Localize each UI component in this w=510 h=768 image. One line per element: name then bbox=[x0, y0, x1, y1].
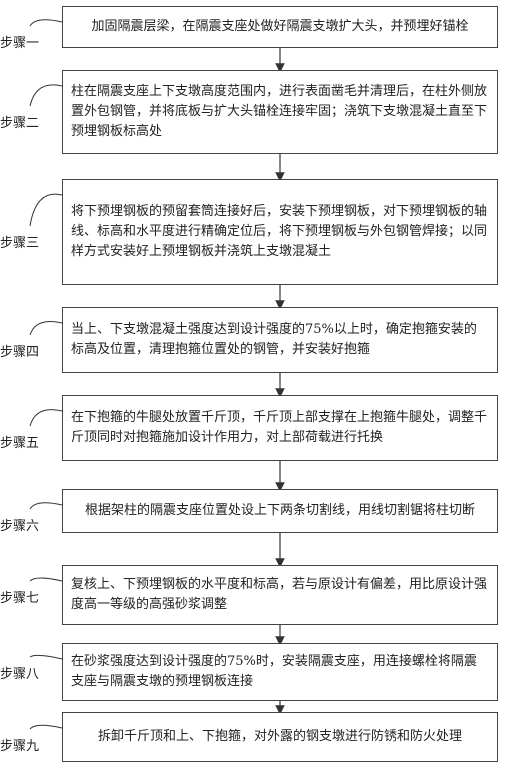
leader-line-7 bbox=[29, 577, 63, 582]
step-box-4: 当上、下支墩混凝土强度达到设计强度的75%以上时，确定抱箍安装的标高及位置，清理… bbox=[62, 307, 498, 373]
step-text-2: 柱在隔震支座上下支墩高度范围内，进行表面凿毛并清理后，在柱外侧放置外包钢管，并将… bbox=[71, 84, 488, 139]
step-label-4: 步骤四 bbox=[0, 345, 40, 360]
step-text-7: 复核上、下预埋钢板的水平度和标高，若与原设计有偏差，用比原设计强度高一等级的高强… bbox=[71, 577, 488, 612]
leader-line-3 bbox=[29, 193, 63, 227]
step-text-6: 根据架柱的隔震支座位置处设上下两条切割线，用线切割锯将柱切断 bbox=[84, 503, 475, 518]
leader-line-6 bbox=[29, 502, 63, 510]
step-text-5: 在下抱箍的牛腿处放置千斤顶，千斤顶上部支撑在上抱箍牛腿处，调整千斤顶同时对抱箍施… bbox=[71, 410, 488, 445]
step-box-5: 在下抱箍的牛腿处放置千斤顶，千斤顶上部支撑在上抱箍牛腿处，调整千斤顶同时对抱箍施… bbox=[62, 395, 498, 461]
step-box-7: 复核上、下预埋钢板的水平度和标高，若与原设计有偏差，用比原设计强度高一等级的高强… bbox=[62, 565, 498, 625]
leader-line-5 bbox=[29, 409, 63, 427]
leader-line-4 bbox=[29, 321, 63, 336]
step-text-3: 将下预埋钢板的预留套筒连接好后，安装下预埋钢板，对下预埋钢板的轴线、标高和水平度… bbox=[71, 204, 488, 259]
step-box-1: 加固隔震层梁，在隔震支座处做好隔震支墩扩大头，并预埋好锚栓 bbox=[62, 6, 498, 48]
step-text-1: 加固隔震层梁，在隔震支座处做好隔震支墩扩大头，并预埋好锚栓 bbox=[91, 19, 469, 34]
step-label-2: 步骤二 bbox=[0, 116, 40, 131]
step-label-6: 步骤六 bbox=[0, 519, 40, 534]
leader-line-2 bbox=[29, 84, 63, 107]
leader-line-8 bbox=[29, 654, 63, 660]
step-label-8: 步骤八 bbox=[0, 667, 40, 682]
step-box-3: 将下预埋钢板的预留套筒连接好后，安装下预埋钢板，对下预埋钢板的轴线、标高和水平度… bbox=[62, 179, 498, 285]
step-label-3: 步骤三 bbox=[0, 236, 40, 251]
step-label-1: 步骤一 bbox=[0, 36, 40, 51]
leader-line-9 bbox=[29, 724, 63, 730]
leader-line-1 bbox=[29, 19, 63, 27]
step-box-8: 在砂浆强度达到设计强度的75%时，安装隔震支座，用连接螺栓将隔震支座与隔震支墩的… bbox=[62, 643, 498, 701]
step-box-6: 根据架柱的隔震支座位置处设上下两条切割线，用线切割锯将柱切断 bbox=[62, 489, 498, 533]
step-box-2: 柱在隔震支座上下支墩高度范围内，进行表面凿毛并清理后，在柱外侧放置外包钢管，并将… bbox=[62, 70, 498, 154]
step-text-4: 当上、下支墩混凝土强度达到设计强度的75%以上时，确定抱箍安装的标高及位置，清理… bbox=[71, 322, 477, 357]
step-box-9: 拆卸千斤顶和上、下抱箍，对外露的钢支墩进行防锈和防火处理 bbox=[62, 712, 498, 762]
step-label-7: 步骤七 bbox=[0, 591, 40, 606]
step-label-9: 步骤九 bbox=[0, 739, 40, 754]
step-text-8: 在砂浆强度达到设计强度的75%时，安装隔震支座，用连接螺栓将隔震支座与隔震支墩的… bbox=[71, 654, 477, 689]
step-text-9: 拆卸千斤顶和上、下抱箍，对外露的钢支墩进行防锈和防火处理 bbox=[97, 729, 462, 744]
step-label-5: 步骤五 bbox=[0, 436, 40, 451]
